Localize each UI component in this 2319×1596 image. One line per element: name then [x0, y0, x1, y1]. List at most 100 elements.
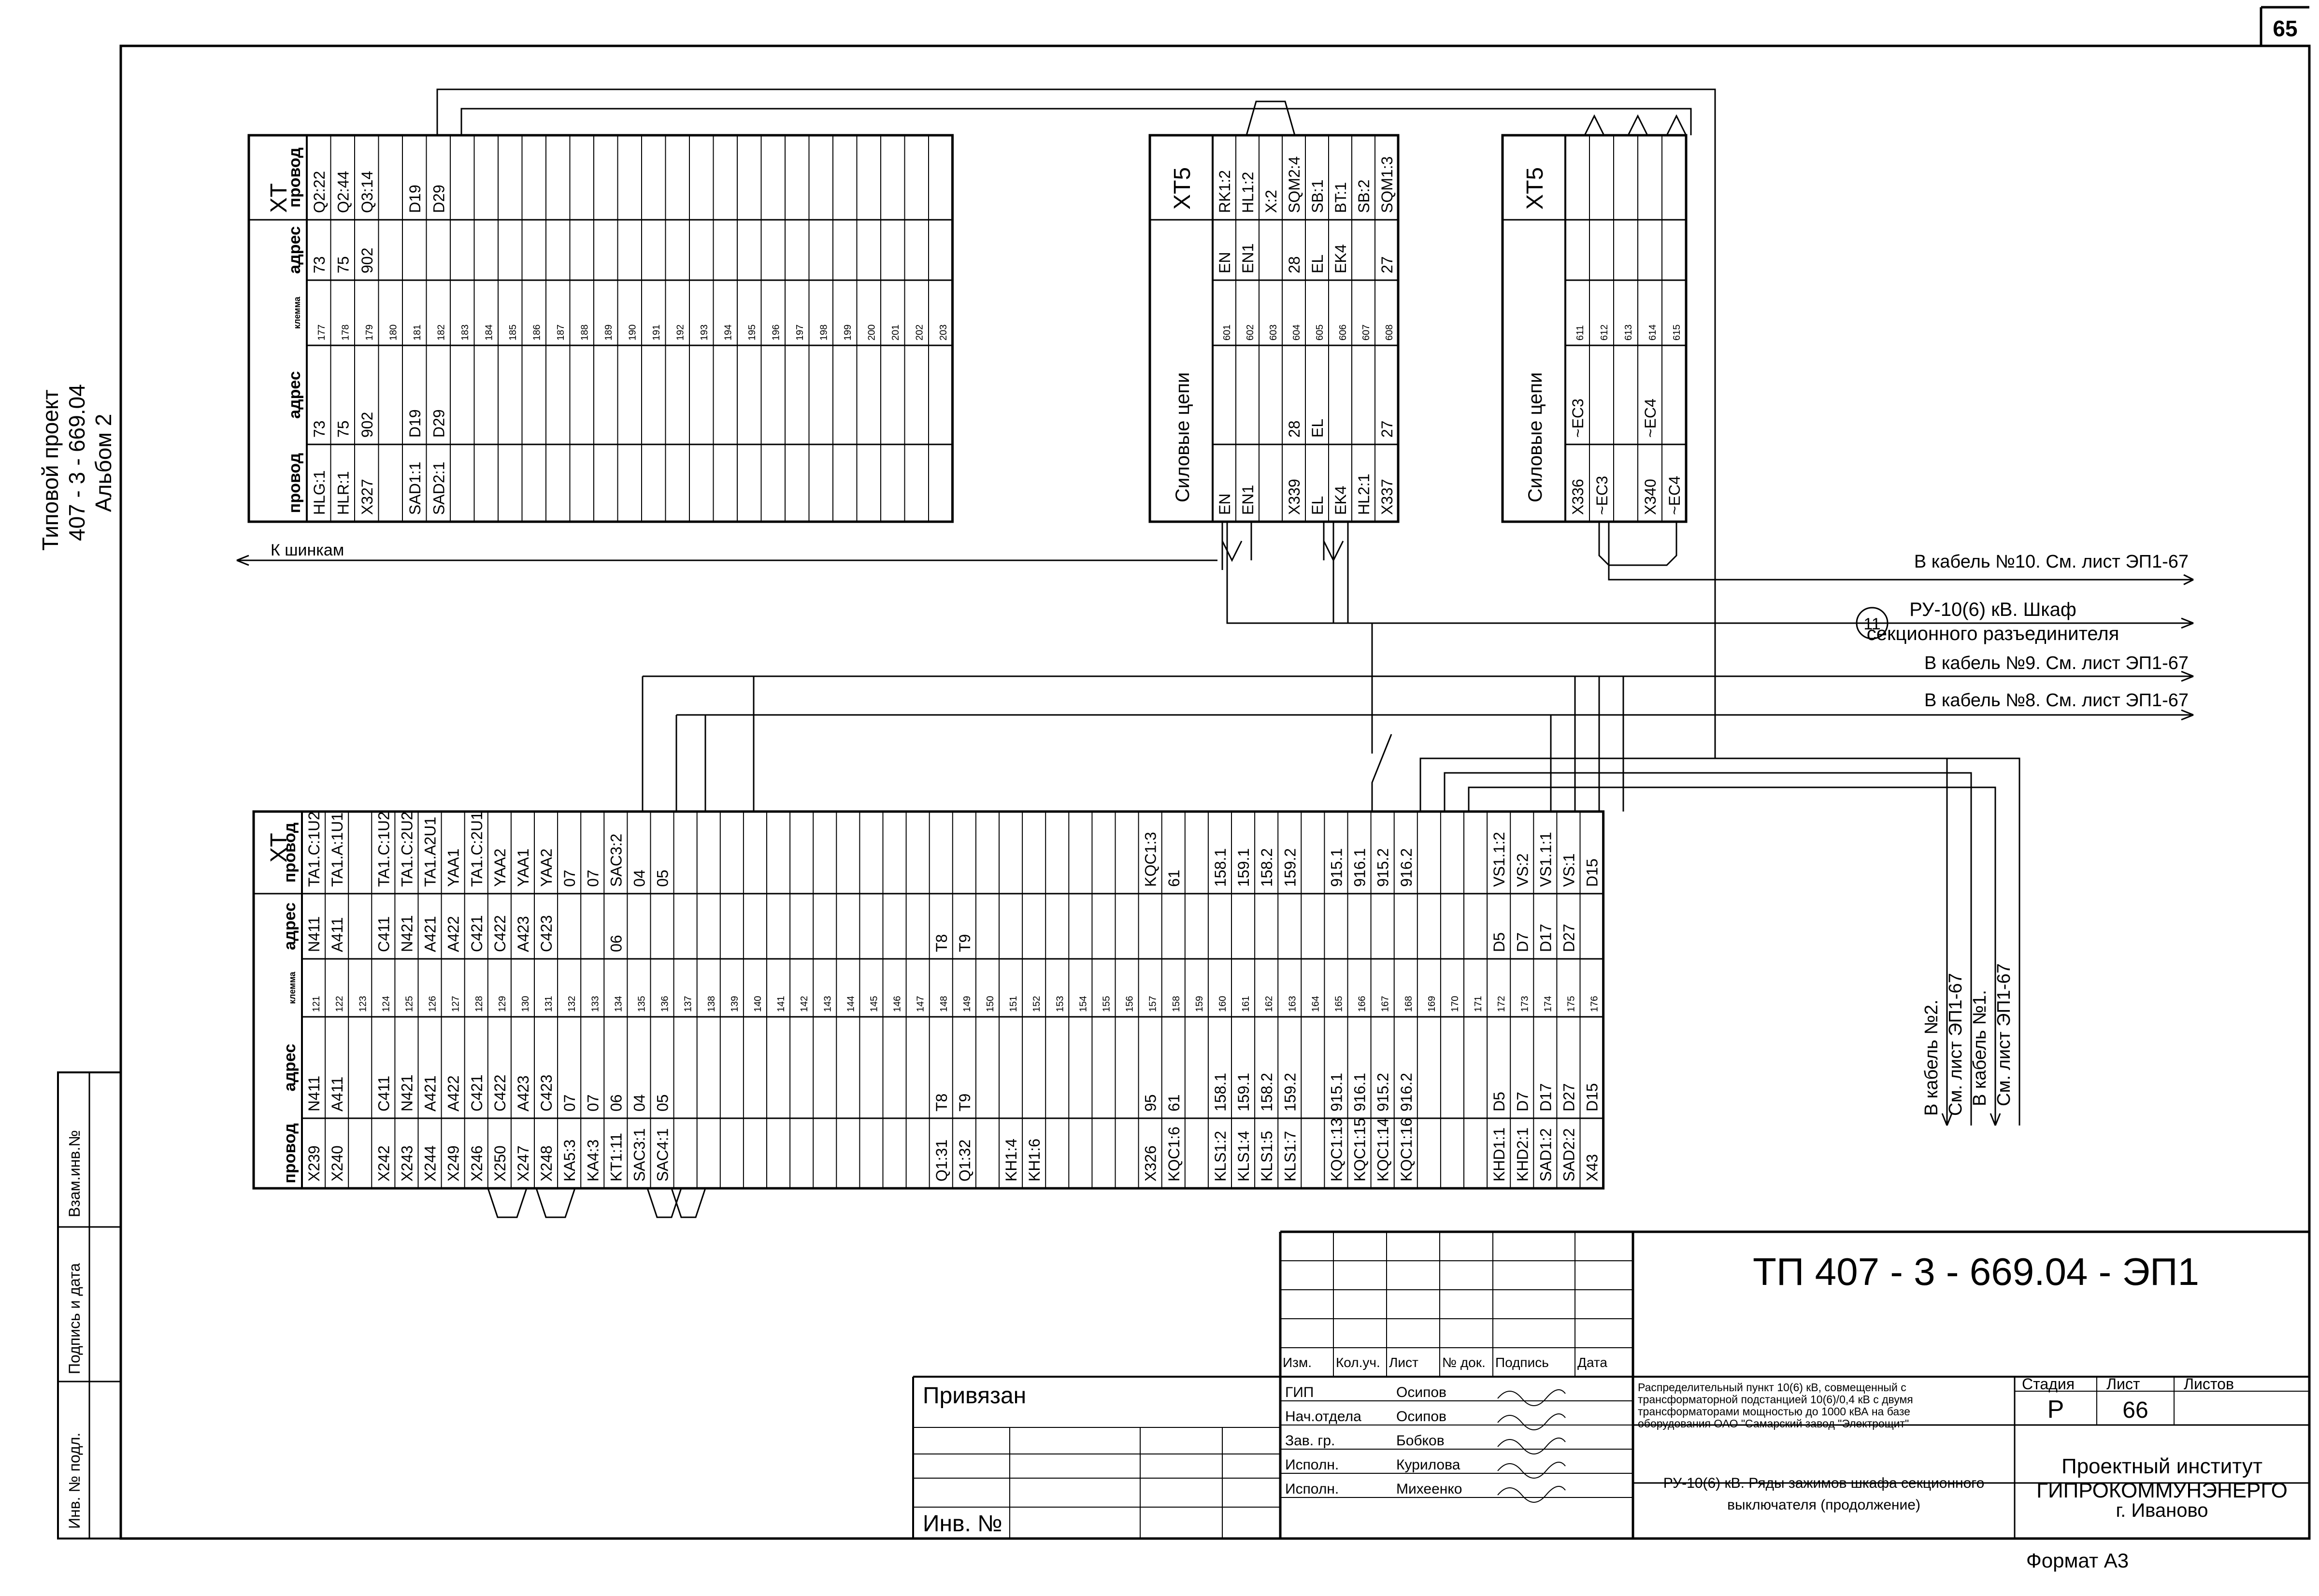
address-label: C411 [375, 916, 392, 952]
address-label: C422 [491, 915, 509, 953]
wire-label: SAD2:1 [430, 462, 447, 515]
stamp-col-header: Подпись [1495, 1355, 1549, 1370]
address-label: N421 [398, 915, 415, 953]
wire-label: YAA2 [538, 849, 555, 887]
wire-label: KLS1:7 [1281, 1131, 1299, 1182]
wire-to-cable-2 [1468, 786, 1996, 1126]
address-label: N411 [305, 1076, 323, 1112]
org-name: г. Иваново [2116, 1500, 2208, 1521]
address-label: 159.1 [1235, 1073, 1252, 1112]
terminal-number: 191 [651, 325, 662, 341]
terminal-number: 136 [660, 996, 671, 1012]
address-label: C422 [491, 1075, 509, 1112]
address-label: 61 [1165, 1094, 1183, 1112]
jumper-cap [1245, 100, 1296, 136]
terminal-number: 611 [1575, 325, 1586, 341]
stamp-name: Михеенко [1396, 1481, 1462, 1497]
cable-1-label: В кабель №1. [1970, 990, 1990, 1106]
terminal-block-frame [1148, 134, 1400, 523]
wire-label: KQC1:14 [1374, 1118, 1392, 1182]
arrow-head [2181, 714, 2194, 721]
signature-mark [1497, 1389, 1566, 1406]
block-title: XT [266, 183, 292, 213]
address-label: D7 [1514, 1092, 1531, 1112]
terminal-number: 174 [1543, 996, 1553, 1012]
address-label: 916.2 [1398, 1073, 1415, 1112]
terminal-number: 176 [1589, 996, 1600, 1012]
terminal-number: 130 [520, 996, 531, 1012]
format-label: Формат А3 [2026, 1549, 2129, 1572]
terminal-number: 146 [892, 996, 903, 1012]
address-label: C411 [375, 1076, 392, 1112]
stage-value: Р [2047, 1396, 2064, 1424]
side-stamp-label: Подпись и дата [66, 1263, 83, 1374]
address-label: C423 [538, 915, 555, 953]
terminal-number: 162 [1264, 996, 1274, 1012]
stamp-col-header: Лист [1389, 1355, 1418, 1370]
drawing-frame [119, 44, 2311, 1540]
wire-to-cable-2 [1444, 772, 1972, 1126]
terminal-number: 165 [1333, 996, 1344, 1012]
stamp-name: Осипов [1396, 1384, 1446, 1400]
terminal-number: 152 [1031, 996, 1042, 1012]
stamp-col-header: Изм. [1283, 1355, 1312, 1370]
signature-mark [1497, 1486, 1566, 1503]
wire-label: X336 [1569, 479, 1587, 515]
wire-label: KLS1:5 [1258, 1131, 1275, 1182]
address-label: N421 [398, 1075, 415, 1112]
terminal-number: 151 [1008, 996, 1019, 1012]
stamp-description: оборудования ОАО "Самарский завод "Элект… [1638, 1417, 1909, 1430]
terminal-number: 184 [484, 325, 494, 341]
signature-mark [1497, 1438, 1566, 1454]
wire-label: SB:2 [1355, 180, 1373, 213]
terminal-number: 181 [412, 325, 423, 341]
wire-label: SQM2:4 [1286, 157, 1303, 213]
address-label: 95 [1142, 1094, 1160, 1112]
wire-label: KH1:6 [1026, 1139, 1043, 1182]
wire-label: VS:1 [1560, 854, 1577, 887]
signature-mark [1497, 1462, 1566, 1479]
wire-label: 159.2 [1281, 848, 1299, 887]
address-label: A422 [445, 916, 462, 952]
terminal-number: 170 [1450, 996, 1460, 1012]
wire-label: TA1.C:1U2 [305, 812, 323, 887]
arrow-head [2181, 617, 2194, 624]
terminal-number: 128 [474, 996, 485, 1012]
inv-label: Инв. № [923, 1511, 1002, 1537]
jumper-cap [535, 1188, 576, 1218]
stamp-col-header: Кол.уч. [1336, 1355, 1380, 1370]
address-label: 158.1 [1212, 1073, 1229, 1112]
terminal-number: 178 [340, 325, 351, 341]
ref-circle-number: 11 [1863, 615, 1880, 633]
stamp-role: ГИП [1285, 1384, 1314, 1400]
arrow-head [2183, 574, 2194, 581]
arrow-head [2181, 670, 2194, 677]
wire-label: ~EC3 [1593, 476, 1611, 515]
terminal-number: 142 [799, 996, 810, 1012]
wire-to-cable-1 [1715, 757, 2020, 1126]
terminal-number: 129 [497, 996, 508, 1012]
address-label: 159.2 [1281, 1073, 1299, 1112]
terminal-number: 615 [1672, 325, 1682, 341]
doc-code: ТП 407 - 3 - 669.04 - ЭП1 [1753, 1250, 2199, 1293]
wire-label: HL1:2 [1239, 172, 1257, 213]
address-label: T8 [933, 1094, 950, 1112]
wire-to-cable [1608, 522, 2193, 581]
jumper-cap [487, 1188, 528, 1218]
address-label: D27 [1560, 1083, 1577, 1112]
org-name: Проектный институт [2061, 1454, 2262, 1478]
bound-label: Привязан [923, 1383, 1026, 1409]
terminal-number: 199 [843, 325, 853, 341]
terminal-block-frame [247, 134, 954, 523]
terminal-number: 121 [311, 996, 322, 1012]
address-label: D5 [1490, 932, 1508, 952]
address-label: C421 [468, 1075, 486, 1112]
address-label: 28 [1286, 420, 1303, 438]
terminal-number: 190 [627, 325, 638, 341]
terminal-number: 125 [404, 996, 415, 1012]
address-label: 05 [654, 1094, 672, 1112]
terminal-block-frame [252, 810, 1605, 1190]
arrow-head [2181, 675, 2194, 682]
address-label: 915.2 [1374, 1073, 1392, 1112]
arrow-head [2181, 709, 2194, 716]
